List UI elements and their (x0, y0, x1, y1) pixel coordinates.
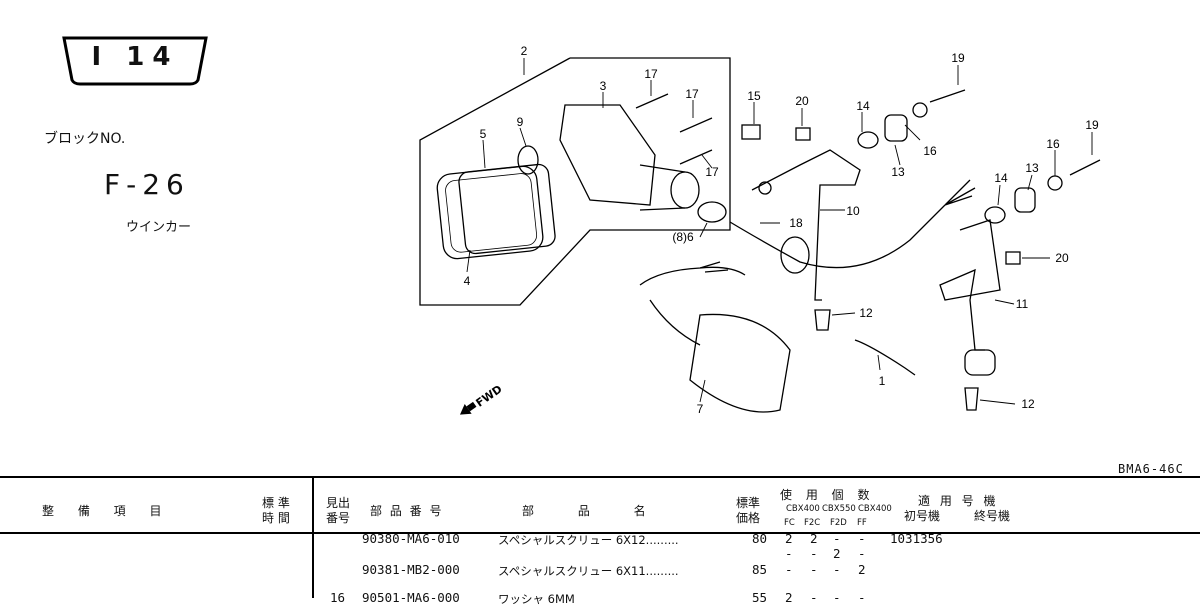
qty-fc-alt: - (785, 546, 793, 561)
header-item: 整 備 項 目 (42, 504, 172, 518)
section-badge-frame (62, 36, 208, 86)
callout-19a: 19 (951, 51, 965, 65)
qty-f2d: - (833, 531, 841, 546)
callout-14a: 14 (856, 99, 870, 113)
callout-13b: 13 (1025, 161, 1039, 175)
price: 85 (752, 562, 768, 577)
lamp-7-lens (689, 313, 791, 413)
price: 80 (752, 531, 768, 546)
header-part-name: 部 品 名 (522, 504, 646, 518)
header-model-1: CBX400 (786, 504, 820, 514)
part-name: ワッシャ 6MM (498, 592, 575, 606)
callout-17c: 17 (705, 165, 719, 179)
header-std-time-1: 標 準 (262, 496, 290, 510)
callout-7: 7 (697, 402, 704, 416)
bolt-19b (1069, 159, 1101, 176)
header-code-4: FF (857, 518, 867, 528)
header-ref-2: 番号 (326, 511, 351, 525)
callout-18: 18 (789, 216, 803, 230)
housing-3-shape (559, 104, 656, 206)
header-first: 初号機 (904, 509, 941, 523)
qty-ff: - (858, 531, 866, 546)
bolt-12b (964, 387, 979, 411)
parts-table: 整 備 項 目 標 準 時 間 見出 番号 部 品 番 号 部 品 名 標準 価… (0, 476, 1200, 606)
clamp-1-shape (854, 339, 916, 376)
header-applicable: 適 用 号 機 (918, 494, 996, 508)
callout-14b: 14 (994, 171, 1008, 185)
qty-fc: - (785, 562, 793, 577)
bracket-11-shape (939, 219, 1001, 351)
callout-17a: 17 (644, 67, 658, 81)
lens-4-shape (436, 165, 544, 260)
callout-15: 15 (747, 89, 761, 103)
header-part-no: 部 品 番 号 (370, 504, 444, 518)
callout-16b: 16 (1046, 137, 1060, 151)
fwd-label: FWD (473, 383, 504, 410)
block-label: ブロックNO. (44, 131, 126, 147)
qty-f2c: - (810, 562, 818, 577)
screw-17b (679, 117, 713, 133)
header-model-3: CBX400 (858, 504, 892, 514)
screw-17a (635, 93, 669, 109)
part-name: スペシャルスクリュー 6X11......... (498, 564, 679, 578)
callout-5: 5 (480, 127, 487, 141)
header-price-1: 標準 (736, 496, 761, 510)
header-qty: 使 用 個 数 (780, 488, 870, 502)
callout-2: 2 (521, 44, 528, 58)
bolt-12a (814, 309, 831, 331)
callout-3: 3 (600, 79, 607, 93)
first-serial: 1031356 (890, 531, 943, 546)
header-last: 終号機 (974, 509, 1011, 523)
callout-20b: 20 (1055, 251, 1069, 265)
part-number: 90381-MB2-000 (362, 562, 460, 577)
callout-13a: 13 (891, 165, 905, 179)
qty-f2c-alt: - (810, 546, 818, 561)
callout-6: (8)6 (672, 230, 694, 244)
callout-10: 10 (846, 204, 860, 218)
qty-fc: 2 (785, 531, 793, 546)
assembly-2-outline (419, 57, 731, 306)
qty-f2c: 2 (810, 531, 818, 546)
header-code-1: FC (784, 518, 795, 528)
fwd-arrow-icon: FWD (459, 383, 505, 415)
callout-12a: 12 (859, 306, 873, 320)
header-code-3: F2D (830, 518, 847, 528)
qty-f2d: - (833, 562, 841, 577)
exploded-parts-diagram: 1 2 3 4 5 (8)6 7 9 10 11 12 12 13 13 14 … (419, 44, 1101, 416)
callout-19b: 19 (1085, 118, 1099, 132)
callout-1: 1 (879, 374, 886, 388)
screw-17c (679, 149, 713, 165)
gasket-5-shape (458, 163, 556, 255)
bolt-19a (929, 89, 966, 103)
part-name: スペシャルスクリュー 6X12......... (498, 533, 679, 547)
header-price-2: 価格 (736, 511, 761, 525)
header-ref-1: 見出 (326, 496, 351, 510)
qty-f2d-alt: 2 (833, 546, 841, 561)
callout-16a: 16 (923, 144, 937, 158)
wire-harness (729, 204, 946, 269)
callout-4: 4 (464, 274, 471, 288)
section-code: I 14 (91, 42, 179, 72)
header-code-2: F2C (804, 518, 821, 528)
stay-10-shape (751, 149, 861, 301)
header-std-time-2: 時 間 (262, 511, 290, 525)
bulb-9-shape (517, 145, 539, 175)
callout-17b: 17 (685, 87, 699, 101)
part-number: 90380-MA6-010 (362, 531, 460, 546)
header-model-2: CBX550 (822, 504, 856, 514)
callout-12b: 12 (1021, 397, 1035, 411)
section-name: ウインカー (126, 220, 192, 235)
document-code: BMA6-46C (1118, 462, 1184, 476)
callout-9: 9 (517, 115, 524, 129)
callout-11: 11 (1016, 297, 1029, 311)
qty-ff-alt: - (858, 546, 866, 561)
qty-ff: 2 (858, 562, 866, 577)
socket-6-shape (697, 201, 727, 223)
block-code: F-26 (104, 168, 190, 201)
callout-20a: 20 (795, 94, 809, 108)
